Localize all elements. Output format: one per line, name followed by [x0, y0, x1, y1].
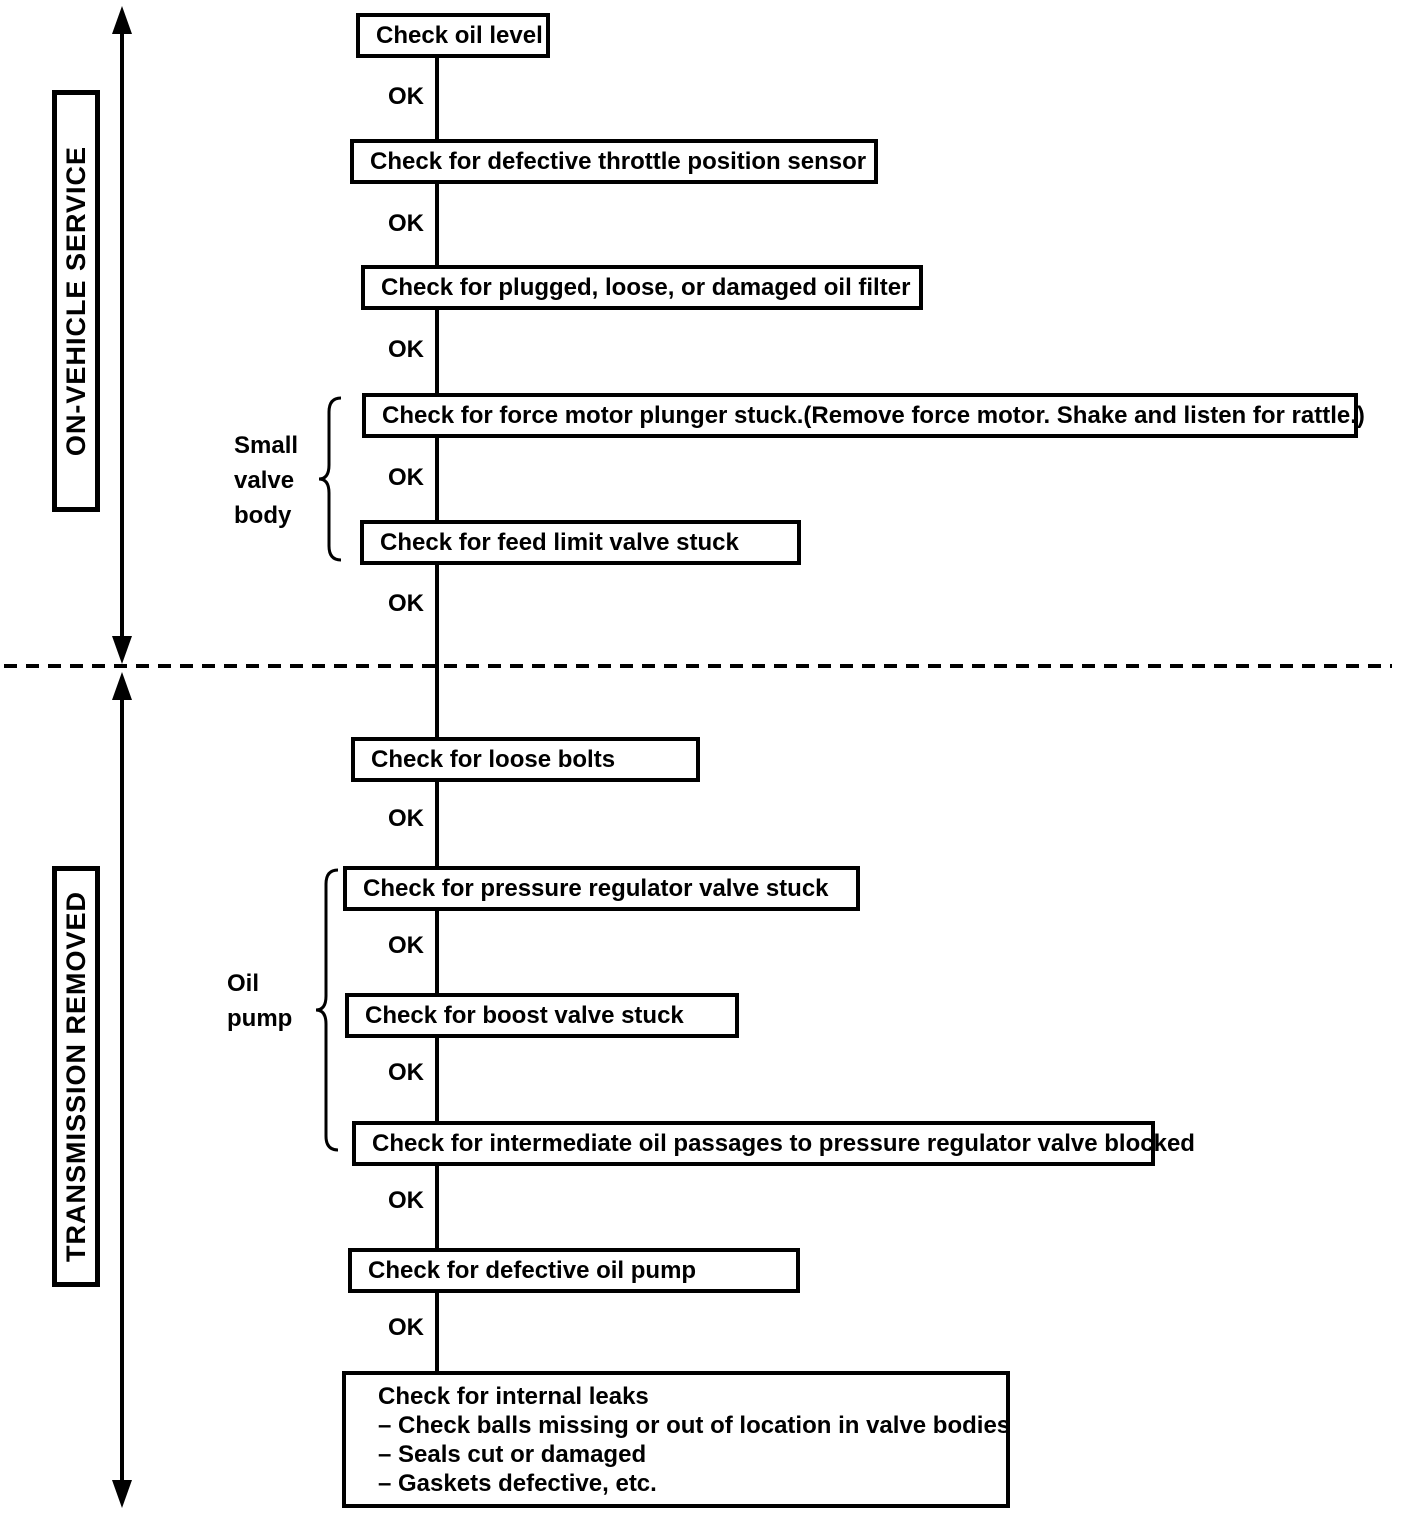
- step-check-defective-oil-pump: Check for defective oil pump: [348, 1248, 800, 1293]
- step-check-throttle-position-sensor: Check for defective throttle position se…: [350, 139, 878, 184]
- step-check-intermediate-oil-passages: Check for intermediate oil passages to p…: [352, 1121, 1195, 1166]
- section-box-transmission-removed: TRANSMISSION REMOVED: [52, 866, 100, 1287]
- step-label: Check for boost valve stuck: [365, 1001, 684, 1029]
- section-separator-dashed-line: [4, 664, 1392, 668]
- ok-label: OK: [388, 1059, 424, 1086]
- step-label: Check for force motor plunger stuck.: [382, 401, 804, 429]
- flow-connector-line: [435, 56, 439, 1373]
- step-check-loose-bolts: Check for loose bolts: [351, 737, 700, 782]
- ok-label: OK: [388, 1187, 424, 1214]
- ok-label: OK: [388, 83, 424, 110]
- step-note: (Remove force motor. Shake and listen fo…: [803, 401, 1365, 429]
- double-arrow-icon-on-vehicle-span: [112, 6, 132, 664]
- step-label: Check oil level: [376, 21, 543, 49]
- step-label: Check for internal leaks: [378, 1382, 649, 1410]
- step-detail: – Check balls missing or out of location…: [378, 1411, 1011, 1439]
- group-label-line: Small: [234, 432, 299, 459]
- step-detail: – Seals cut or damaged: [378, 1440, 647, 1468]
- step-label: Check for intermediate oil passages to p…: [372, 1129, 1195, 1157]
- step-check-boost-valve: Check for boost valve stuck: [345, 993, 739, 1038]
- step-check-internal-leaks: Check for internal leaks – Check balls m…: [342, 1371, 1010, 1508]
- step-label: Check for pressure regulator valve stuck: [363, 874, 829, 902]
- brace-icon-small-valve-body: [318, 396, 342, 562]
- step-check-oil-filter: Check for plugged, loose, or damaged oil…: [361, 265, 923, 310]
- section-box-on-vehicle-service: ON-VEHICLE SERVICE: [52, 90, 100, 512]
- step-check-force-motor-plunger: Check for force motor plunger stuck. (Re…: [362, 393, 1365, 438]
- brace-icon-oil-pump: [315, 868, 339, 1152]
- ok-label: OK: [388, 210, 424, 237]
- group-label-oil-pump: Oil pump: [227, 966, 292, 1036]
- group-label-line: body: [234, 502, 292, 529]
- section-label-transmission-removed: TRANSMISSION REMOVED: [60, 890, 91, 1263]
- ok-label: OK: [388, 1314, 424, 1341]
- step-check-pressure-regulator-valve: Check for pressure regulator valve stuck: [343, 866, 860, 911]
- ok-label: OK: [388, 590, 424, 617]
- group-label-line: Oil: [227, 970, 260, 997]
- group-label-small-valve-body: Small valve body: [234, 428, 298, 533]
- step-check-feed-limit-valve: Check for feed limit valve stuck: [360, 520, 801, 565]
- step-label: Check for loose bolts: [371, 745, 616, 773]
- step-label: Check for feed limit valve stuck: [380, 528, 739, 556]
- double-arrow-icon-transmission-span: [112, 672, 132, 1508]
- ok-label: OK: [388, 464, 424, 491]
- ok-label: OK: [388, 932, 424, 959]
- step-label: Check for defective oil pump: [368, 1256, 697, 1284]
- section-label-on-vehicle-service: ON-VEHICLE SERVICE: [60, 145, 91, 457]
- step-label: Check for plugged, loose, or damaged oil…: [381, 273, 911, 301]
- group-label-line: pump: [227, 1005, 293, 1032]
- ok-label: OK: [388, 805, 424, 832]
- group-label-line: valve: [234, 467, 295, 494]
- ok-label: OK: [388, 336, 424, 363]
- step-detail: – Gaskets defective, etc.: [378, 1469, 657, 1497]
- step-label: Check for defective throttle position se…: [370, 147, 867, 175]
- step-check-oil-level: Check oil level: [356, 13, 550, 58]
